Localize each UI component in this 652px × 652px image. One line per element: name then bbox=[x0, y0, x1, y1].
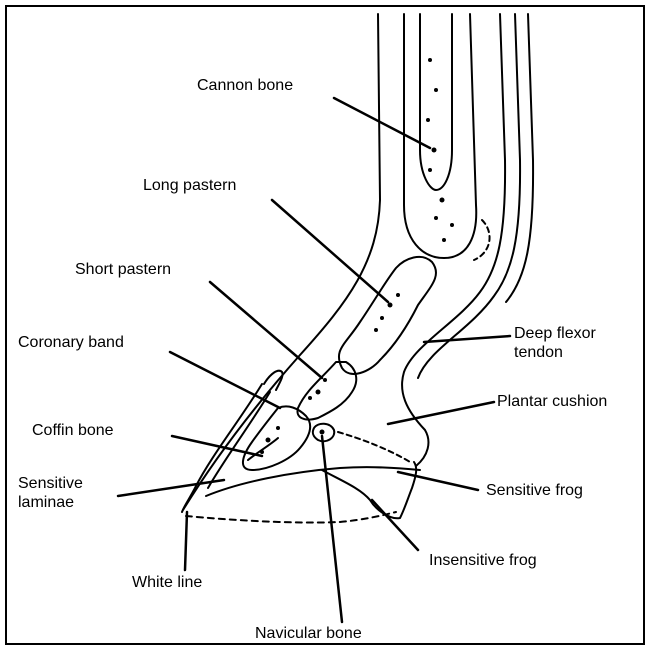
long-pastern-shape bbox=[339, 257, 436, 374]
leader-deep-flexor-tendon bbox=[424, 336, 510, 342]
leader-plantar-cushion bbox=[388, 402, 494, 424]
frog-shape bbox=[322, 462, 416, 518]
label-long-pastern: Long pastern bbox=[143, 176, 236, 195]
label-white-line: White line bbox=[132, 573, 202, 592]
label-sensitive-laminae: Sensitive laminae bbox=[18, 474, 83, 512]
label-insensitive-frog: Insensitive frog bbox=[429, 551, 537, 570]
label-sensitive-frog: Sensitive frog bbox=[486, 481, 583, 500]
leader-insensitive-frog bbox=[372, 500, 418, 550]
cannon-dash bbox=[474, 220, 490, 260]
cannon-bone-shape bbox=[404, 14, 476, 258]
label-short-pastern: Short pastern bbox=[75, 260, 171, 279]
bone-texture bbox=[260, 58, 454, 454]
leader-coronary-band bbox=[170, 352, 280, 408]
label-cannon-bone: Cannon bone bbox=[197, 76, 293, 95]
sole-line bbox=[206, 467, 420, 496]
leader-short-pastern bbox=[210, 282, 322, 378]
hoof-wall-inner bbox=[208, 392, 270, 488]
leader-cannon-bone bbox=[334, 98, 430, 148]
ground-line bbox=[186, 512, 396, 523]
short-pastern-shape bbox=[297, 362, 356, 420]
plantar-dash bbox=[338, 432, 410, 462]
leader-white-line bbox=[185, 512, 187, 570]
label-coffin-bone: Coffin bone bbox=[32, 421, 114, 440]
leader-navicular-bone bbox=[322, 436, 342, 622]
label-deep-flexor-tendon: Deep flexor tendon bbox=[514, 324, 596, 362]
label-plantar-cushion: Plantar cushion bbox=[497, 392, 607, 411]
leader-sensitive-frog bbox=[398, 472, 478, 490]
label-navicular-bone: Navicular bone bbox=[255, 624, 362, 643]
cannon-marrow bbox=[420, 14, 452, 190]
label-coronary-band: Coronary band bbox=[18, 333, 124, 352]
